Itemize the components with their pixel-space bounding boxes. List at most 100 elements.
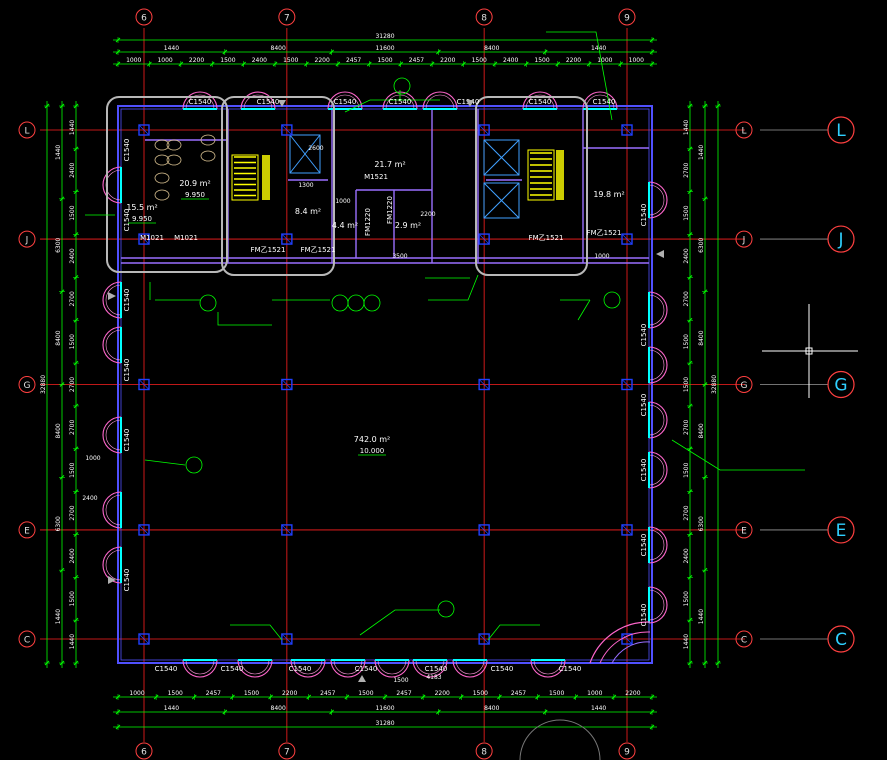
door-label: FM1220 <box>364 208 372 236</box>
axis-bubble-6 <box>135 8 153 26</box>
window-arc <box>648 526 668 564</box>
column-hatch <box>621 379 633 390</box>
column-hatch <box>281 124 293 136</box>
axis-label-7: 7 <box>284 748 290 758</box>
axis-bubble-right-L <box>735 121 753 139</box>
section-marker-triangle <box>466 100 474 107</box>
section-marker-triangle <box>358 675 366 682</box>
room-area-toilet-small: 15.5 m² <box>126 203 157 212</box>
column <box>138 633 150 645</box>
window-arc <box>422 91 458 110</box>
axis-bubble-8 <box>475 742 493 760</box>
column-hatch <box>478 124 490 136</box>
stair-left <box>231 154 270 201</box>
leader-annotations <box>85 31 805 641</box>
axis-label-right-E: E <box>741 526 747 536</box>
dim-top-detail-text: 2200 <box>440 57 455 64</box>
window-label-top: C1540 <box>257 98 280 106</box>
window-arc-inner <box>377 659 407 675</box>
window-label-right: C1540 <box>640 604 648 627</box>
window-arc-inner <box>243 94 273 110</box>
window-label-bottom: C1540 <box>221 665 244 673</box>
column-hatch <box>138 379 150 390</box>
axis-bubble-right-E <box>735 521 753 539</box>
window-arc <box>182 659 218 678</box>
window-arc-inner <box>105 329 122 361</box>
dim-right-detail-text: 1440 <box>683 120 690 135</box>
window-arc <box>102 166 122 204</box>
dim-bottom-detail-text: 1000 <box>587 690 602 697</box>
dim-left-seg-text: 6300 <box>55 516 62 531</box>
axis-bubble-left-E <box>18 521 36 539</box>
partial-circle-bottom <box>519 719 601 760</box>
window-label-top: C1540 <box>593 98 616 106</box>
dim-left-detail-text: 1440 <box>69 120 76 135</box>
window-label-right: C1540 <box>640 394 648 417</box>
window-arc <box>648 181 668 219</box>
window-arc-inner <box>240 659 270 675</box>
room-elevation-hall: 10.000 <box>360 447 385 455</box>
column-hatch <box>281 633 293 645</box>
dim-left-detail-text: 2700 <box>69 420 76 435</box>
window-arc <box>522 91 558 110</box>
door-label: FM乙1521 <box>587 229 622 237</box>
column <box>281 124 293 136</box>
column <box>478 124 490 136</box>
elevator-left <box>289 134 321 174</box>
room-area-lobby: 21.7 m² <box>374 160 405 169</box>
axis-label-7: 7 <box>284 14 290 24</box>
door-label: FM乙1521 <box>529 234 564 242</box>
room-area-elevator-room: 8.4 m² <box>295 207 321 216</box>
dim-top-detail-text: 2457 <box>346 57 361 64</box>
dim-right-detail-text: 1500 <box>683 377 690 392</box>
axis-label-large-J: J <box>837 230 843 250</box>
window-arc-inner <box>105 549 122 581</box>
window-arc-inner <box>333 659 363 675</box>
crosshair-cursor[interactable] <box>762 304 858 398</box>
column <box>138 233 150 245</box>
dim-right-detail-text: 2400 <box>683 548 690 563</box>
dim-right-detail-text: 2700 <box>683 505 690 520</box>
misc-dim: 2200 <box>420 211 435 218</box>
door-label: M1521 <box>364 173 388 181</box>
dim-left-detail-text: 2400 <box>69 248 76 263</box>
dim-top-detail-text: 2200 <box>189 57 204 64</box>
dim-bottom-detail-text: 2200 <box>625 690 640 697</box>
window-arc-inner <box>455 659 485 675</box>
axis-label-6: 6 <box>141 14 147 24</box>
column-hatch <box>478 379 490 390</box>
column-hatch <box>281 379 293 390</box>
dim-right-detail-text: 1440 <box>683 634 690 649</box>
door-label: M1021 <box>140 234 164 242</box>
dim-left-detail-text: 1500 <box>69 205 76 220</box>
axis-bubble-7 <box>278 8 296 26</box>
axis-label-left-E: E <box>24 526 30 536</box>
window-label-right: C1540 <box>640 324 648 347</box>
misc-dim: 1000 <box>335 198 350 205</box>
axis-label-8: 8 <box>481 748 487 758</box>
dim-bottom-total-text: 31280 <box>375 720 394 727</box>
axis-bubble-right-C <box>735 630 753 648</box>
misc-dim: 2400 <box>82 495 97 502</box>
dim-right-detail-text: 2700 <box>683 162 690 177</box>
stair-right <box>527 149 564 201</box>
dim-top-detail-text: 1000 <box>157 57 172 64</box>
dim-top-seg-text: 1440 <box>164 45 179 52</box>
column-hatch <box>621 124 633 136</box>
highlight-boxes <box>106 96 588 276</box>
column <box>621 524 633 536</box>
dim-right-seg-text: 8400 <box>698 330 705 345</box>
room-area-shaft-2: 2.9 m² <box>395 221 421 230</box>
room-elevation-toilet-small: 9.950 <box>132 215 152 223</box>
window-label-bottom: C1540 <box>355 665 378 673</box>
window-label-bottom: C1540 <box>491 665 514 673</box>
dim-bottom-detail-text: 2200 <box>435 690 450 697</box>
window-label-left: C1540 <box>123 139 131 162</box>
section-marker-triangle <box>278 100 286 107</box>
column <box>138 124 150 136</box>
dim-bottom-detail-text: 2457 <box>511 690 526 697</box>
axis-label-right-G: G <box>741 381 748 391</box>
